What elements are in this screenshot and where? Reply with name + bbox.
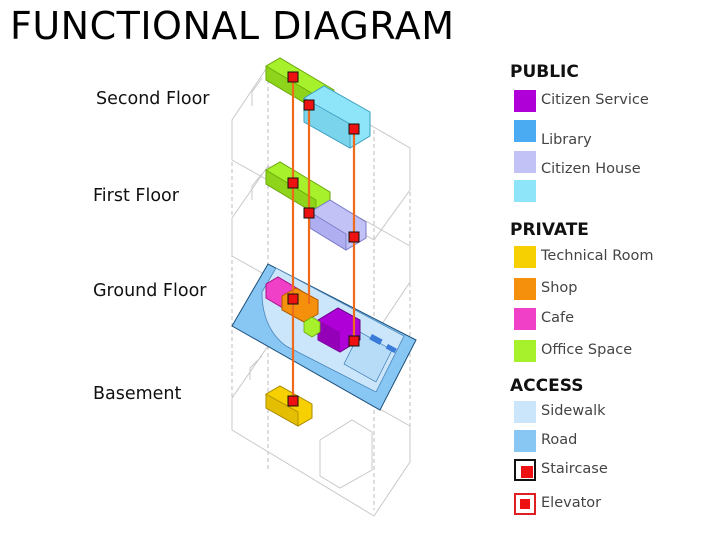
- legend-label: Cafe: [541, 310, 575, 326]
- legend-item-citizen-service: Citizen Service: [510, 90, 710, 114]
- legend-item-citizen-house: Citizen House: [510, 151, 710, 177]
- legend-swatch: [514, 401, 536, 423]
- legend-swatch: [514, 340, 536, 362]
- floor-label-second: Second Floor: [96, 89, 210, 109]
- legend-label: Staircase: [541, 461, 608, 477]
- legend-label: Technical Room: [541, 248, 654, 264]
- legend-swatch: [514, 308, 536, 330]
- legend-swatch: [514, 120, 536, 142]
- second-floor-public-space: [303, 85, 371, 149]
- legend-swatch: [514, 180, 536, 202]
- legend-item-office-space: Office Space: [510, 340, 710, 364]
- floor-label-basement: Basement: [93, 384, 182, 404]
- legend-label: Sidewalk: [541, 403, 606, 419]
- legend-heading-private: PRIVATE: [510, 220, 589, 240]
- staircase-icon: [514, 459, 536, 481]
- legend-item-road: Road: [510, 430, 710, 454]
- floor-label-ground: Ground Floor: [93, 281, 207, 301]
- legend-swatch: [514, 90, 536, 112]
- staircase-markers: [287, 71, 360, 407]
- slab-first-floor: [231, 165, 411, 337]
- legend-label: Citizen Service: [541, 92, 649, 108]
- legend-swatch: [514, 430, 536, 452]
- legend-label: Citizen House: [541, 161, 641, 177]
- legend-swatch: [514, 151, 536, 173]
- legend-item-shop: Shop: [510, 278, 710, 302]
- elevator-icon: [514, 493, 536, 515]
- ground-floor-small-offices: [303, 316, 321, 338]
- legend-item-technical-room: Technical Room: [510, 246, 710, 270]
- diagram-title: FUNCTIONAL DIAGRAM: [10, 4, 455, 48]
- legend-label: Shop: [541, 280, 578, 296]
- legend-heading-access: ACCESS: [510, 376, 584, 396]
- legend-item-public-unlabeled: [510, 180, 710, 204]
- legend-label: Road: [541, 432, 578, 448]
- legend-label: Library: [541, 132, 592, 148]
- legend-label: Office Space: [541, 342, 633, 358]
- legend-swatch: [514, 246, 536, 268]
- legend-item-sidewalk: Sidewalk: [510, 401, 710, 425]
- legend-item-staircase: Staircase: [510, 459, 710, 483]
- legend-swatch: [514, 278, 536, 300]
- legend-item-elevator: Elevator: [510, 493, 710, 517]
- legend-item-cafe: Cafe: [510, 308, 710, 332]
- legend-heading-public: PUBLIC: [510, 62, 579, 82]
- legend-item-library: Library: [510, 120, 710, 148]
- legend-label: Elevator: [541, 495, 602, 511]
- floor-label-first: First Floor: [93, 186, 179, 206]
